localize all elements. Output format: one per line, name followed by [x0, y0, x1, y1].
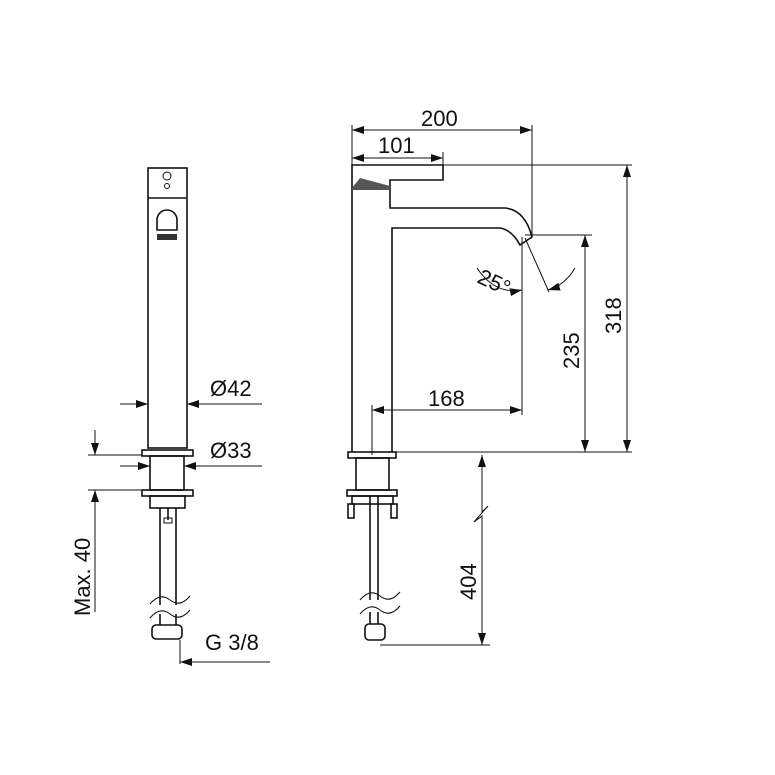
dimension-g38: G 3/8 [179, 630, 270, 666]
overall-depth-label: 200 [421, 106, 458, 131]
side-view-faucet [141, 167, 194, 640]
dimension-dia-33: Ø33 [120, 438, 262, 470]
dimension-235: 235 [525, 234, 592, 452]
dia-shank-label: Ø33 [210, 438, 252, 463]
dimension-200: 200 [351, 106, 533, 237]
spout-height-label: 235 [559, 332, 584, 369]
dimension-318: 318 [396, 164, 632, 453]
dimension-168: 168 [371, 237, 523, 455]
dimension-max-40: Max. 40 [70, 430, 142, 616]
dia-body-label: Ø42 [210, 376, 252, 401]
max-thickness-label: Max. 40 [70, 538, 95, 616]
dimension-dia-42: Ø42 [120, 376, 262, 408]
spout-reach-label: 168 [428, 386, 465, 411]
dimension-404: 404 [380, 455, 490, 646]
overall-height-label: 318 [601, 297, 626, 334]
lever-depth-label: 101 [378, 133, 415, 158]
dimension-25-degree: 25° [474, 237, 576, 301]
front-view-faucet [346, 164, 533, 641]
dimension-101: 101 [352, 133, 444, 165]
connection-label: G 3/8 [205, 630, 259, 655]
spout-angle-label: 25° [474, 264, 515, 301]
hose-length-label: 404 [456, 563, 481, 600]
